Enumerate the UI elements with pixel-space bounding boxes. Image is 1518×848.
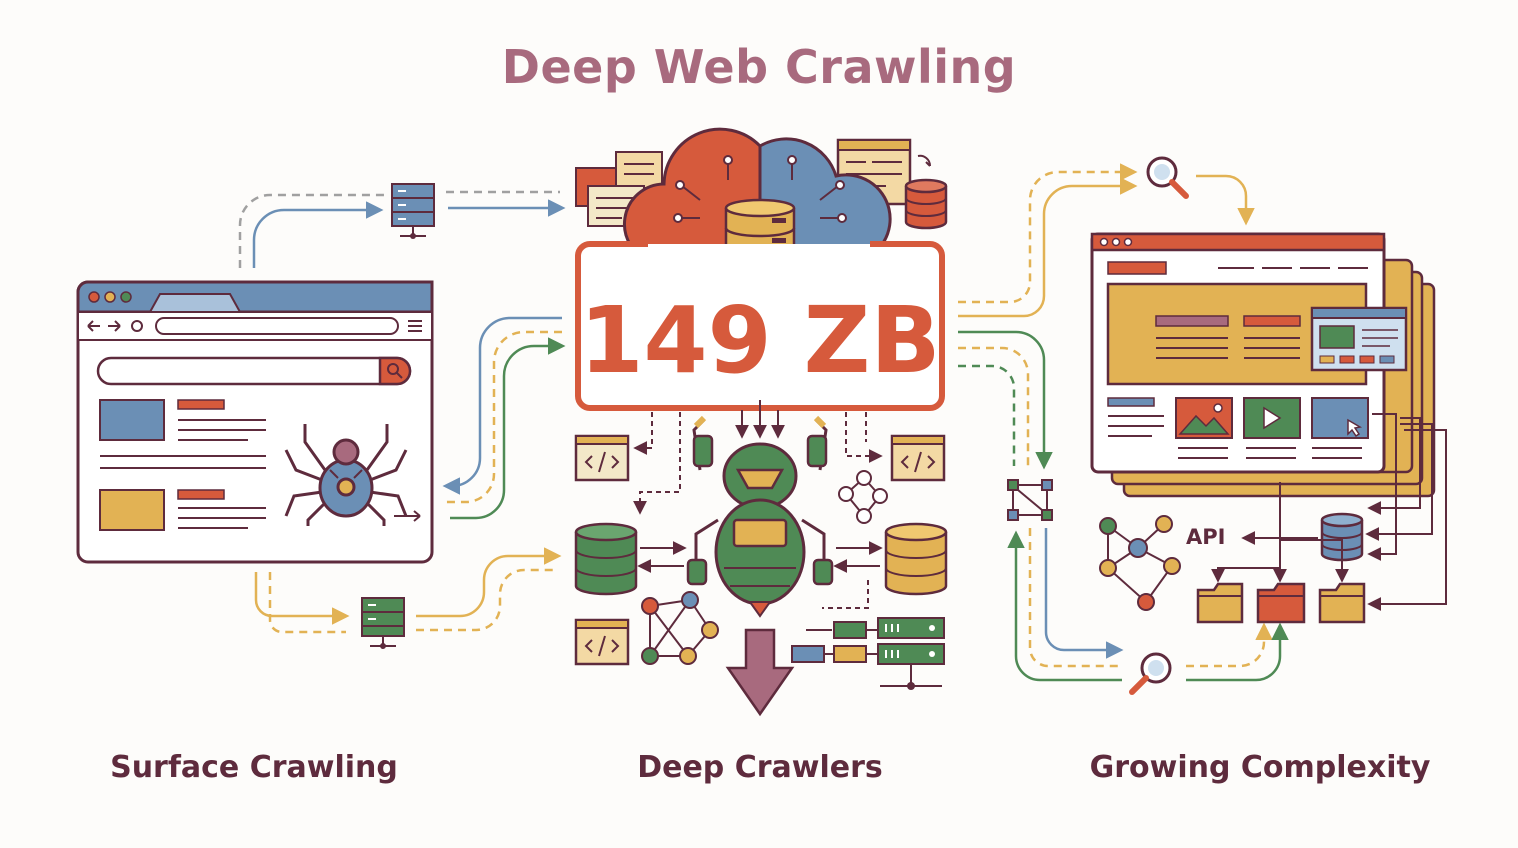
database-icon	[904, 178, 948, 230]
network-graph-icon	[641, 591, 719, 665]
database-icon	[574, 522, 638, 596]
api-label: API	[1186, 525, 1225, 549]
browser-window-icon	[1090, 232, 1436, 498]
metric-box: 149 ZB	[575, 241, 945, 411]
folder-icon	[1196, 582, 1244, 624]
server-icon	[791, 580, 945, 690]
database-icon	[884, 522, 948, 596]
caption-deep-crawlers: Deep Crawlers	[637, 750, 883, 785]
caption-surface-crawling: Surface Crawling	[110, 750, 398, 785]
spider-icon	[284, 424, 408, 526]
magnifier-icon	[1146, 156, 1189, 199]
folder-icon	[1318, 582, 1366, 624]
server-icon	[391, 183, 435, 239]
code-icon	[574, 618, 630, 666]
robot-icon	[686, 415, 834, 618]
network-graph-icon	[838, 470, 888, 524]
code-icon	[574, 434, 630, 482]
code-icon	[890, 434, 946, 482]
diagram-title: Deep Web Crawling	[501, 40, 1017, 94]
flow-arrows-left	[238, 190, 566, 634]
server-icon	[361, 597, 405, 649]
flow-arrows-right	[958, 163, 1289, 682]
magnifier-icon	[1129, 652, 1172, 695]
flowchart-icon	[1007, 479, 1053, 521]
folder-icon	[1256, 582, 1306, 624]
network-graph-icon	[1099, 515, 1181, 611]
down-arrow-icon	[725, 628, 795, 717]
browser-window-icon	[76, 280, 434, 564]
caption-growing-complexity: Growing Complexity	[1089, 750, 1431, 785]
metric-value: 149 ZB	[580, 287, 941, 394]
